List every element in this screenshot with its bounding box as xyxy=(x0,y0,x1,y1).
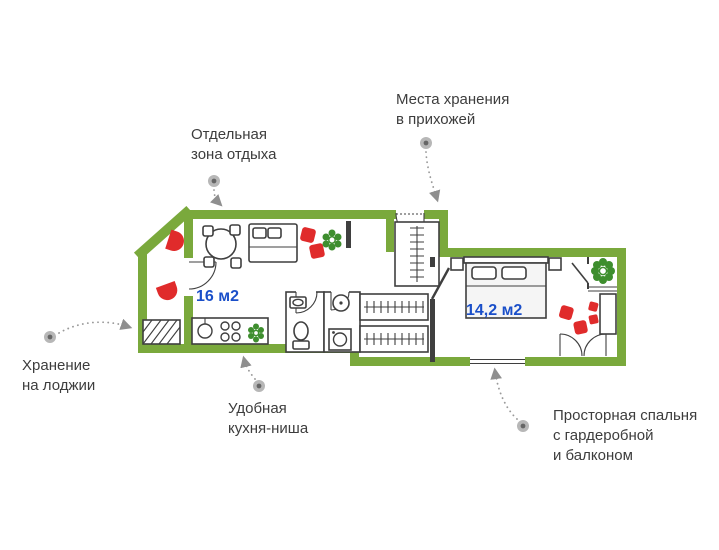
callout-dots xyxy=(44,137,529,432)
bed xyxy=(450,256,562,319)
bedroom-door-wall xyxy=(430,257,451,362)
kitchen-unit xyxy=(191,317,269,345)
balcony-plant xyxy=(591,258,615,284)
loggia-storage-shelves xyxy=(142,319,181,345)
balcony xyxy=(571,257,617,292)
annotation-bedroom: Просторная спальня с гардеробной и балко… xyxy=(553,407,698,464)
annotation-rest-area: Отдельная зона отдыха xyxy=(191,126,277,163)
bedroom-armchairs xyxy=(559,305,588,335)
bedroom-window xyxy=(470,357,525,366)
annotation-hall-storage: Места хранения в прихожей xyxy=(396,91,510,128)
living-plant xyxy=(322,229,342,251)
annotation-kitchen: Удобная кухня-ниша xyxy=(228,400,309,437)
room-area-living: 16 м2 xyxy=(196,288,239,305)
sofa xyxy=(248,223,298,263)
annotation-loggia-storage: Хранение на лоджии xyxy=(22,357,96,394)
bedroom-desk xyxy=(588,293,617,335)
loggia xyxy=(142,229,184,345)
dining-table xyxy=(202,224,242,269)
bathroom-block xyxy=(285,290,361,353)
tv-unit xyxy=(346,221,351,248)
wardrobe-doors xyxy=(559,333,607,357)
living-armchairs xyxy=(300,227,325,259)
room-area-bedroom: 14,2 м2 xyxy=(466,302,523,319)
corridor-wardrobes xyxy=(359,293,429,353)
hallway-wardrobe xyxy=(394,221,440,287)
callout-arrows xyxy=(58,151,518,420)
